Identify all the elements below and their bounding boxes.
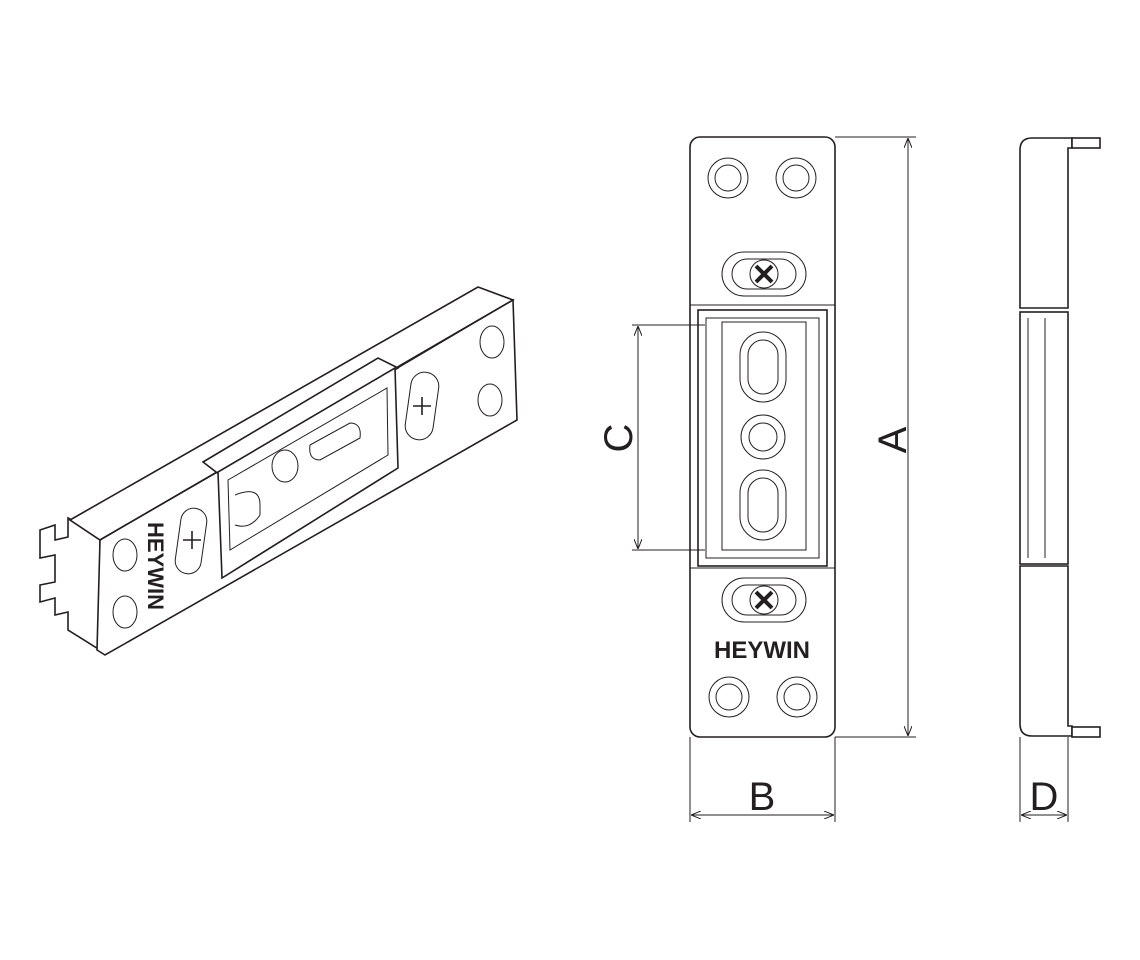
screw-hole-icon xyxy=(479,325,505,359)
isometric-view: HEYWIN xyxy=(39,286,518,656)
screw-hole-icon xyxy=(112,595,138,629)
brand-logo-front: HEYWIN xyxy=(714,637,810,664)
keep-hole-3 xyxy=(309,422,361,461)
dimension-a: A xyxy=(835,136,916,738)
dimension-d: D xyxy=(1019,737,1069,822)
keep-opening xyxy=(227,387,389,551)
screw-slot-icon xyxy=(721,577,807,623)
keep-pocket xyxy=(217,366,399,580)
keep-hole-2 xyxy=(271,449,299,483)
screw-cross-icon xyxy=(754,264,774,284)
side-view xyxy=(1019,137,1101,738)
dimension-label-a: A xyxy=(871,426,915,453)
dimension-c: C xyxy=(597,324,705,551)
dimension-label-b: B xyxy=(749,775,776,819)
keep-hole-1 xyxy=(234,491,261,527)
dimension-b: B xyxy=(689,737,836,822)
screw-cross-icon xyxy=(754,590,774,610)
screw-cross-icon xyxy=(183,531,201,549)
dimension-label-c: C xyxy=(597,424,641,453)
screw-cross-icon xyxy=(413,397,431,415)
screw-slot-icon xyxy=(721,251,807,297)
end-tab xyxy=(39,516,101,652)
front-view: HEYWIN xyxy=(689,136,836,738)
screw-slot-icon xyxy=(404,371,440,441)
screw-hole-icon xyxy=(477,383,503,417)
brand-logo-iso: HEYWIN xyxy=(143,522,168,610)
dimension-label-d: D xyxy=(1030,775,1059,819)
screw-slot-icon xyxy=(174,507,208,575)
screw-hole-icon xyxy=(112,538,138,572)
